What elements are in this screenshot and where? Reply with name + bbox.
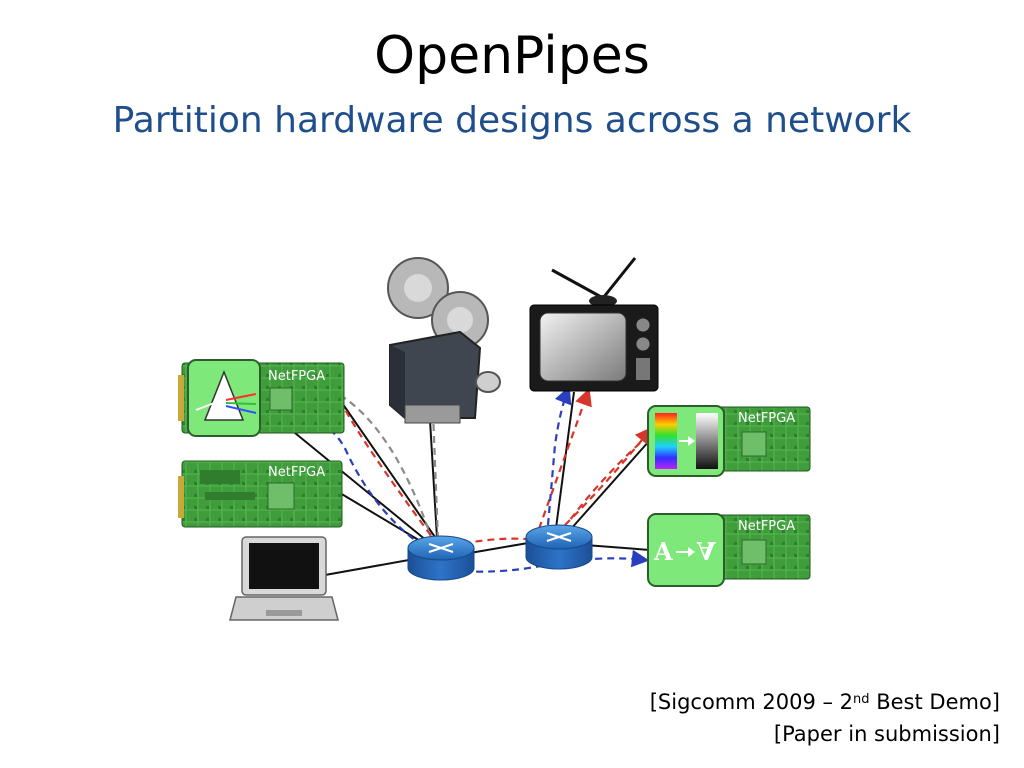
- grayscale-icon: [696, 413, 718, 469]
- netfpga-board-char-flip: NetFPGA A A: [647, 513, 811, 587]
- netfpga-board-plain: NetFPGA: [178, 460, 343, 528]
- citation-block: [Sigcomm 2009 – 2nd Best Demo] [Paper in…: [650, 686, 1000, 750]
- netfpga-board-color-convert: NetFPGA: [647, 405, 811, 477]
- char-from-label: A: [653, 537, 673, 566]
- board-label: NetFPGA: [738, 519, 795, 534]
- board-label: NetFPGA: [268, 465, 325, 480]
- netfpga-board-prism: NetFPGA: [178, 359, 345, 437]
- slide-title: OpenPipes: [374, 26, 650, 86]
- spectrum-icon: [655, 413, 677, 469]
- citation-line-2: [Paper in submission]: [773, 722, 1000, 746]
- board-label: NetFPGA: [268, 369, 325, 384]
- router-left-icon: [407, 535, 475, 581]
- television-icon: [529, 257, 659, 392]
- citation-line-1: [Sigcomm 2009 – 2nd Best Demo]: [649, 690, 1000, 714]
- laptop-icon: [229, 536, 339, 621]
- board-label: NetFPGA: [738, 411, 795, 426]
- char-to-label: A: [696, 536, 716, 565]
- slide-subtitle: Partition hardware designs across a netw…: [112, 100, 912, 141]
- video-camera-icon: [387, 257, 501, 424]
- router-right-icon: [525, 524, 593, 570]
- char-flip-module: [647, 513, 725, 587]
